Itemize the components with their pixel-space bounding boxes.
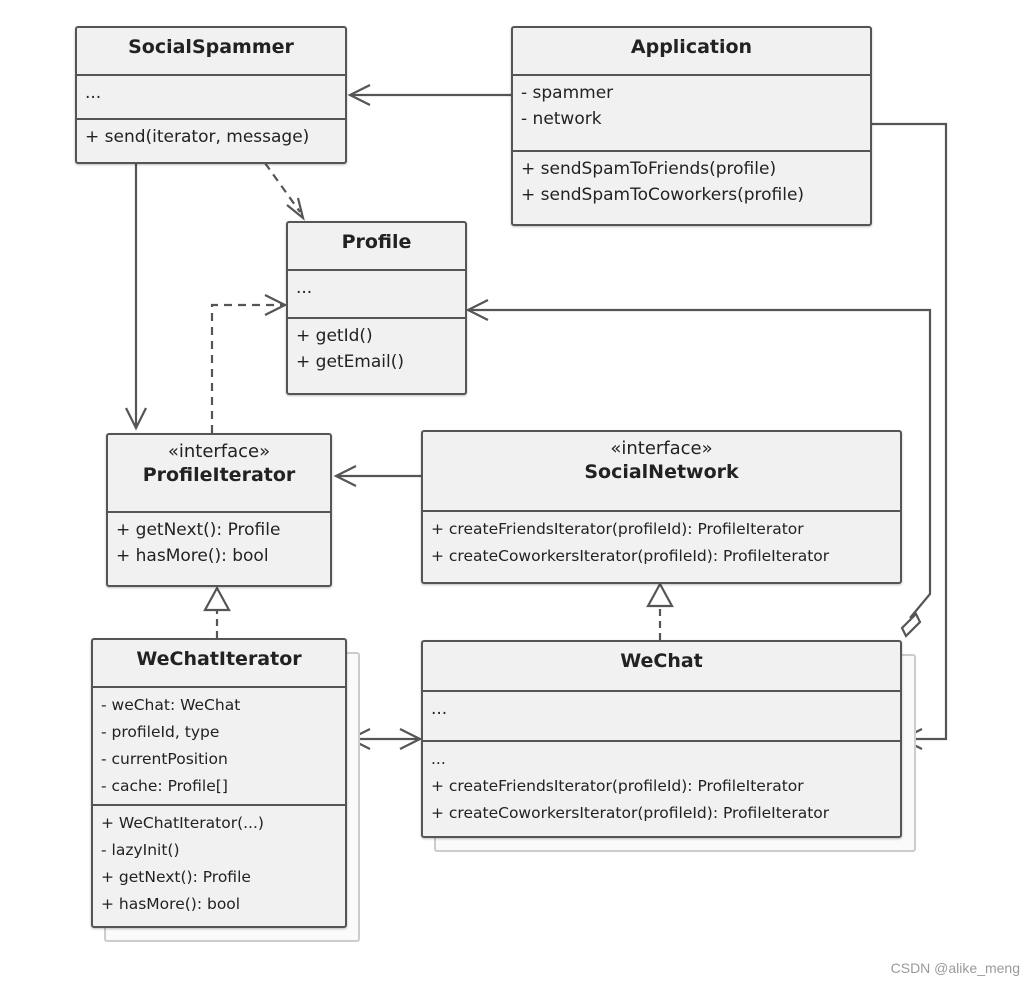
class-profile: Profile ... + getId() + getEmail() bbox=[286, 221, 467, 395]
field: ... bbox=[85, 83, 102, 103]
aggregation-diamond bbox=[900, 612, 922, 638]
method: - lazyInit() bbox=[101, 841, 180, 859]
methods: + getNext(): Profile + hasMore(): bool bbox=[108, 511, 330, 573]
methods: ... + createFriendsIterator(profileId): … bbox=[423, 740, 900, 831]
fields: ... bbox=[288, 269, 465, 317]
watermark: CSDN @alike_meng bbox=[890, 960, 1020, 976]
interface-social-network: «interface» SocialNetwork + createFriend… bbox=[421, 430, 902, 584]
method: + createFriendsIterator(profileId): Prof… bbox=[431, 520, 804, 538]
association-wechat-profile bbox=[468, 308, 932, 619]
methods: + getId() + getEmail() bbox=[288, 317, 465, 379]
interface-name: ProfileIterator bbox=[142, 464, 296, 486]
method: ... bbox=[431, 750, 446, 768]
methods: + sendSpamToFriends(profile) + sendSpamT… bbox=[513, 150, 870, 212]
method: + sendSpamToFriends(profile) bbox=[521, 159, 777, 179]
fields: - weChat: WeChat - profileId, type - cur… bbox=[93, 686, 345, 804]
class-name: WeChatIterator bbox=[136, 648, 302, 670]
class-name: WeChat bbox=[620, 650, 703, 672]
method: + WeChatIterator(...) bbox=[101, 814, 264, 832]
class-wechat: WeChat ... ... + createFriendsIterator(p… bbox=[421, 640, 902, 838]
interface-name: SocialNetwork bbox=[584, 461, 739, 483]
interface-profile-iterator: «interface» ProfileIterator + getNext():… bbox=[106, 433, 332, 587]
method: + getEmail() bbox=[296, 352, 404, 372]
method: + getId() bbox=[296, 326, 373, 346]
method: + createFriendsIterator(profileId): Prof… bbox=[431, 777, 804, 795]
method: + getNext(): Profile bbox=[116, 520, 281, 540]
method: + createCoworkersIterator(profileId): Pr… bbox=[431, 804, 830, 822]
class-social-spammer: SocialSpammer ... + send(iterator, messa… bbox=[75, 26, 347, 164]
field: - currentPosition bbox=[101, 750, 228, 768]
method: + sendSpamToCoworkers(profile) bbox=[521, 185, 805, 205]
fields: ... bbox=[77, 74, 345, 118]
field: ... bbox=[431, 699, 448, 719]
class-wechat-iterator: WeChatIterator - weChat: WeChat - profil… bbox=[91, 638, 347, 928]
class-name: Profile bbox=[341, 231, 412, 253]
dependency-spammer-profile bbox=[264, 162, 301, 213]
fields: - spammer - network bbox=[513, 74, 870, 150]
methods: + createFriendsIterator(profileId): Prof… bbox=[423, 510, 900, 574]
aggregation-application-wechat bbox=[870, 122, 948, 741]
field: - spammer bbox=[521, 83, 614, 103]
methods: + WeChatIterator(...) - lazyInit() + get… bbox=[93, 804, 345, 922]
dependency-iterator-profile bbox=[210, 303, 285, 433]
method: + getNext(): Profile bbox=[101, 868, 251, 886]
field: - network bbox=[521, 109, 602, 129]
method: + hasMore(): bool bbox=[116, 546, 269, 566]
method: + send(iterator, message) bbox=[85, 127, 310, 147]
class-application: Application - spammer - network + sendSp… bbox=[511, 26, 872, 226]
field: - profileId, type bbox=[101, 723, 220, 741]
methods: + send(iterator, message) bbox=[77, 118, 345, 154]
field: ... bbox=[296, 278, 313, 298]
fields: ... bbox=[423, 690, 900, 740]
field: - weChat: WeChat bbox=[101, 696, 241, 714]
method: + createCoworkersIterator(profileId): Pr… bbox=[431, 547, 830, 565]
class-name: SocialSpammer bbox=[128, 36, 294, 58]
interface-header: «interface» SocialNetwork bbox=[423, 432, 900, 510]
stereotype: «interface» bbox=[167, 441, 271, 462]
method: + hasMore(): bool bbox=[101, 895, 241, 913]
class-name: Application bbox=[630, 36, 753, 58]
interface-header: «interface» ProfileIterator bbox=[108, 435, 330, 511]
stereotype: «interface» bbox=[610, 438, 713, 459]
field: - cache: Profile[] bbox=[101, 777, 228, 795]
